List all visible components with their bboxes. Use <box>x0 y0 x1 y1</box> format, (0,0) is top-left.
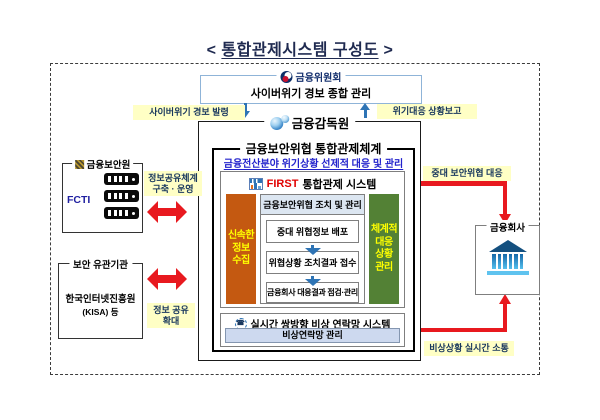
rapid-bar-line: 수집 <box>232 255 250 267</box>
label-crisis-status-report: 위기대응 상황보고 <box>377 104 477 119</box>
title-open-bracket: < <box>206 42 217 59</box>
control-system-subtitle: 금융전산분야 위기상황 선제적 대응 및 관리 <box>223 159 404 170</box>
label-info-sharing-expansion: 정보 공유 확대 <box>147 303 195 328</box>
first-system-icon <box>248 178 263 190</box>
red-arrowhead-up <box>498 294 511 304</box>
control-system-title: 금융보안위협 통합관제체계 <box>239 140 388 157</box>
first-suffix: 통합관제 시스템 <box>302 179 377 191</box>
systematic-bar-line: 대응 <box>375 236 393 248</box>
related-org-box: 보안 유관기관 한국인터넷진흥원 (KISA) 등 <box>58 257 143 339</box>
red-connector-top-vertical <box>502 181 507 215</box>
red-connector-bottom-horizontal <box>420 327 507 332</box>
systematic-bar-line: 상황 <box>375 249 393 260</box>
server-stack-icon <box>104 173 139 219</box>
label-major-threat-response: 중대 보안위협 대응 <box>423 166 511 181</box>
bank-icon <box>476 240 539 275</box>
threat-management-header: 금융보안위협 조치 및 관리 <box>261 195 364 215</box>
server-icon <box>104 173 139 185</box>
page-title: < 통합관제시스템 구성도 > <box>0 36 600 60</box>
threat-management-column: 금융보안위협 조치 및 관리 중대 위협정보 배포 위협상황 조치결과 접수 금… <box>260 194 365 304</box>
title-close-bracket: > <box>383 42 394 59</box>
fsc-name: 금융위원회 <box>295 73 342 84</box>
first-brand: FIRST <box>266 178 299 190</box>
fsi-legend: 금융보안원 <box>71 157 134 171</box>
systematic-bar-line: 관리 <box>375 261 393 273</box>
red-double-arrow-icon <box>147 201 187 223</box>
fss-name: 금융감독원 <box>291 117 350 131</box>
label-info-sharing-expansion-line2: 확대 <box>162 315 180 326</box>
first-system-box: FIRST 통합관제 시스템 신속한 정보 수집 금융보안위협 조치 및 관리 … <box>220 171 405 308</box>
label-emergency-realtime-comm: 비상상황 실시간 소통 <box>424 341 514 356</box>
label-info-sharing-system: 정보공유체계 구축 · 운영 <box>144 171 202 196</box>
first-system-header: FIRST 통합관제 시스템 <box>221 176 404 192</box>
fss-legend: 금융감독원 <box>263 113 356 132</box>
title-text: 통합관제시스템 구성도 <box>221 42 379 59</box>
systematic-response-bar: 체계적 대응 상황 관리 <box>369 194 399 304</box>
emergency-network-title: 실시간 쌍방향 비상 연락망 시스템 <box>250 320 391 331</box>
rapid-bar-line: 정보 <box>232 242 250 254</box>
emergency-network-management: 비상연락망 관리 <box>225 328 400 343</box>
down-arrow-icon <box>304 245 321 255</box>
fsi-box: 금융보안원 FCTI <box>62 157 143 233</box>
red-double-arrow-icon <box>147 268 187 290</box>
financial-company-box: 금융회사 <box>475 220 540 295</box>
fsi-logo-icon <box>74 159 84 169</box>
label-info-sharing-system-line2: 구축 · 운영 <box>152 183 194 194</box>
rapid-info-collection-bar: 신속한 정보 수집 <box>226 194 256 304</box>
label-cyber-alert-issuance: 사이버위기 경보 발령 <box>133 105 245 120</box>
fsc-logo-icon <box>280 70 293 83</box>
fsi-name: 금융보안원 <box>86 160 131 171</box>
emergency-network-box: ☎ 실시간 쌍방향 비상 연락망 시스템 비상연락망 관리 <box>220 313 405 347</box>
red-connector-top-horizontal <box>420 181 507 186</box>
down-arrow-icon <box>304 276 321 286</box>
step-threat-info-distribution: 중대 위협정보 배포 <box>266 220 359 243</box>
fss-logo-icon <box>269 115 289 130</box>
related-org-legend: 보안 유관기관 <box>68 257 133 271</box>
red-arrowhead-down <box>498 214 511 224</box>
related-org-body: 한국인터넷진흥원 (KISA) 등 <box>59 294 142 318</box>
blue-arrow-up-icon <box>360 103 370 118</box>
fcti-brand: FCTI <box>67 194 91 206</box>
red-connector-bottom-vertical <box>502 303 507 330</box>
server-icon <box>104 190 139 202</box>
label-info-sharing-system-line1: 정보공유체계 <box>148 173 198 183</box>
fsc-legend: 금융위원회 <box>276 69 346 84</box>
related-org-line2: (KISA) 등 <box>82 307 119 317</box>
server-icon <box>104 207 139 219</box>
systematic-bar-line: 체계적 <box>370 224 398 235</box>
fsc-box: 금융위원회 사이버위기 경보 종합 관리 <box>200 69 422 104</box>
related-org-line1: 한국인터넷진흥원 <box>65 294 136 305</box>
label-info-sharing-expansion-line1: 정보 공유 <box>153 305 189 315</box>
fsc-role-text: 사이버위기 경보 종합 관리 <box>250 88 372 100</box>
rapid-bar-line: 신속한 <box>227 230 255 242</box>
outer-dashed-frame <box>50 63 540 375</box>
integrated-control-system-box: 금융보안위협 통합관제체계 금융전산분야 위기상황 선제적 대응 및 관리 FI… <box>212 140 415 352</box>
financial-company-legend: 금융회사 <box>486 220 529 234</box>
blue-arrow-down-icon <box>240 103 250 118</box>
